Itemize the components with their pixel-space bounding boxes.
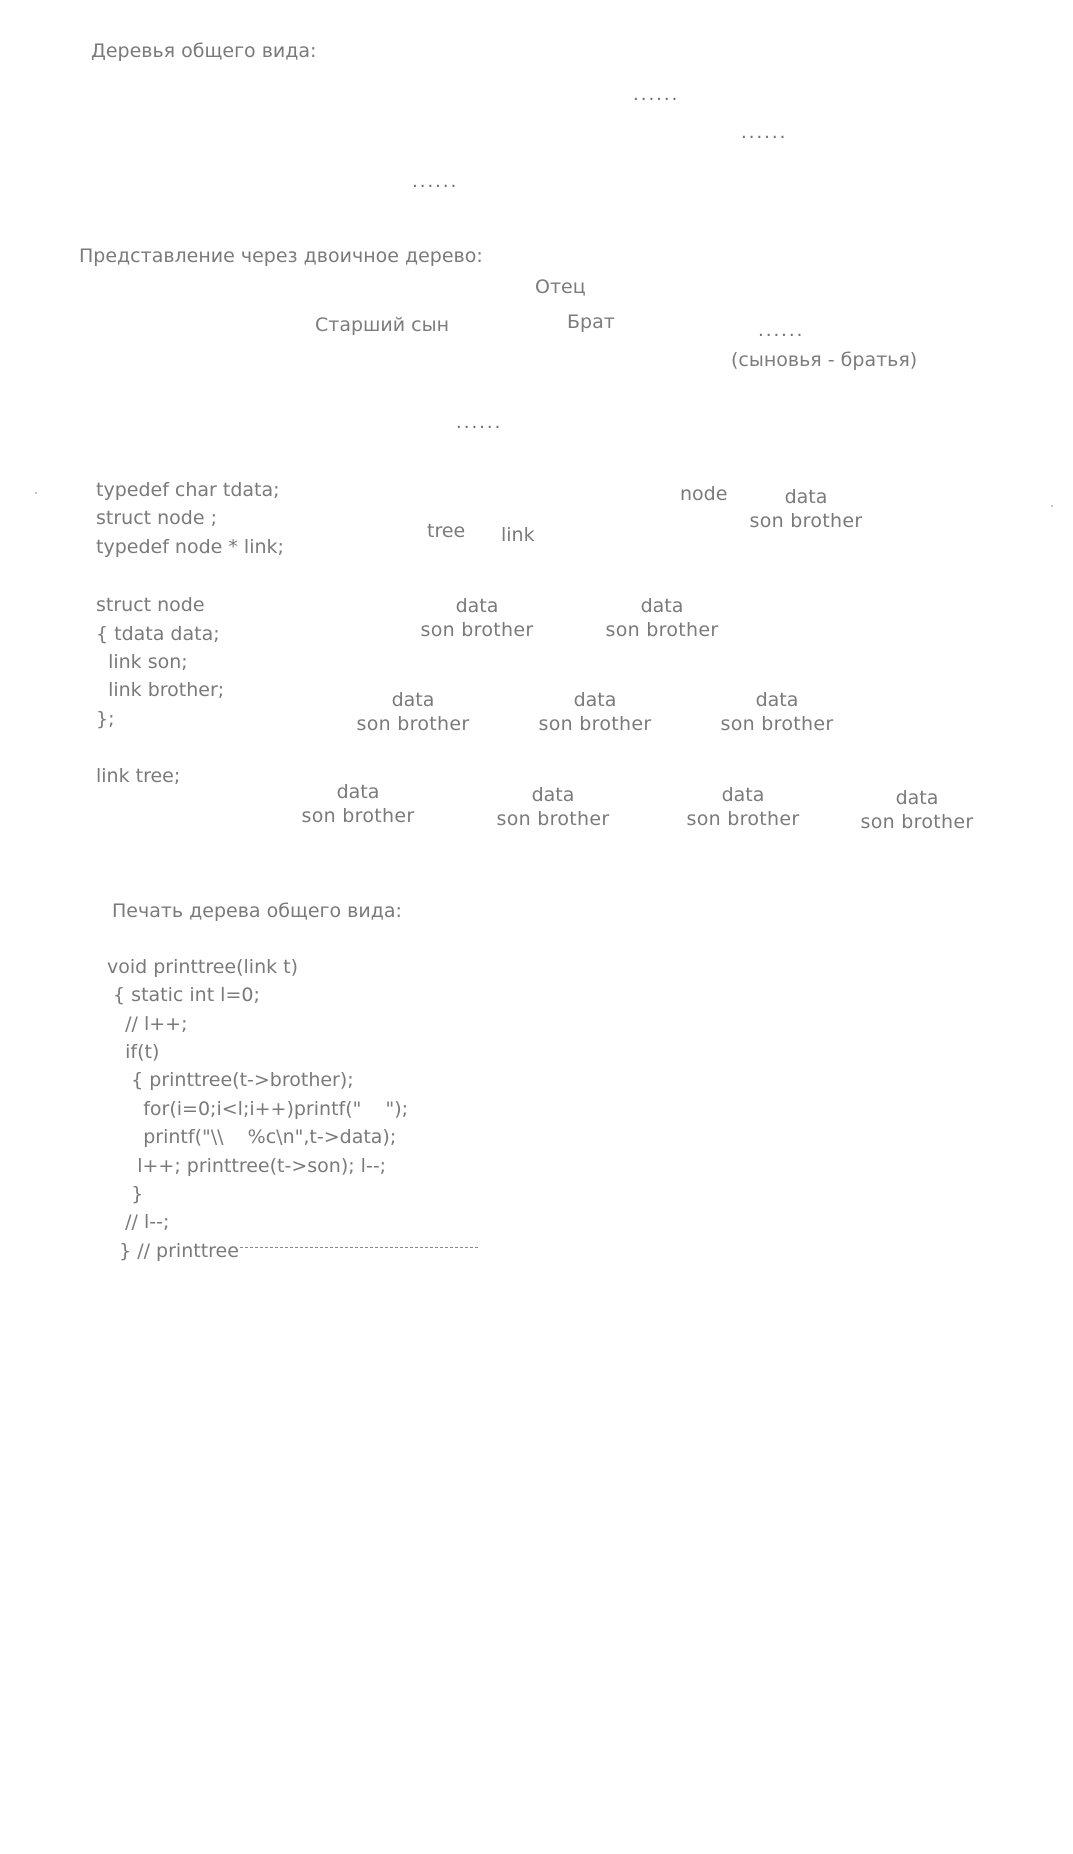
ellipsis: ...... (741, 122, 788, 143)
node-data-field: data (721, 784, 765, 806)
node-data-field: data (755, 689, 799, 711)
speck (1051, 505, 1053, 507)
node-data-field: data (391, 689, 435, 711)
tree-node: data son brother (663, 783, 823, 831)
speck (35, 492, 37, 494)
tree-node: data son brother (697, 688, 857, 736)
elder-son-label: Старший сын (315, 314, 450, 336)
dashed-separator (239, 1247, 478, 1248)
tree-node: data son brother (397, 594, 557, 642)
binary-representation-heading: Представление через двоичное дерево: (79, 245, 483, 267)
print-tree-heading: Печать дерева общего вида: (112, 900, 402, 922)
ellipsis: ...... (758, 320, 805, 341)
code-line: { printtree(t->brother); (107, 1069, 354, 1091)
general-trees-heading: Деревья общего вида: (91, 40, 317, 62)
node-link-fields: son brother (749, 510, 863, 532)
code-line: } (107, 1183, 144, 1205)
code-line: link brother; (96, 679, 225, 701)
code-line: typedef char tdata; (96, 479, 280, 501)
node-data-field: data (531, 784, 575, 806)
father-label: Отец (535, 276, 586, 298)
code-line: // l--; (107, 1211, 170, 1233)
link-label: link (501, 524, 535, 546)
node-label: node (680, 483, 728, 505)
ellipsis: ...... (633, 84, 680, 105)
node-data-field: data (784, 486, 828, 508)
ellipsis: ...... (412, 171, 459, 192)
node-data-field: data (573, 689, 617, 711)
code-line: link son; (96, 651, 188, 673)
node-link-fields: son brother (356, 713, 470, 735)
tree-node: data son brother (837, 786, 997, 834)
tree-node: data son brother (515, 688, 675, 736)
node-link-fields: son brother (538, 713, 652, 735)
code-line: struct node (96, 594, 205, 616)
node-data-field: data (336, 781, 380, 803)
node-link-fields: son brother (720, 713, 834, 735)
code-line: printf("\\ %c\n",t->data); (107, 1126, 397, 1148)
sons-brothers-label: (сыновья - братья) (731, 349, 918, 371)
tree-node: data son brother (278, 780, 438, 828)
tree-node: data son brother (726, 485, 886, 533)
brother-label: Брат (567, 311, 615, 333)
code-line: }; (96, 708, 115, 730)
node-link-fields: son brother (860, 811, 974, 833)
node-link-fields: son brother (496, 808, 610, 830)
tree-declaration: link tree; (96, 765, 181, 787)
tree-node: data son brother (582, 594, 742, 642)
code-line: if(t) (107, 1041, 160, 1063)
code-line: for(i=0;i<l;i++)printf(" "); (107, 1098, 409, 1120)
node-link-fields: son brother (420, 619, 534, 641)
node-link-fields: son brother (301, 805, 415, 827)
code-line-text: } // printtree (107, 1240, 239, 1262)
node-data-field: data (640, 595, 684, 617)
tree-node: data son brother (333, 688, 493, 736)
code-line-end: } // printtree (107, 1242, 478, 1261)
code-line: { tdata data; (96, 623, 220, 645)
code-line: { static int l=0; (107, 984, 260, 1006)
tree-label: tree (427, 520, 466, 542)
node-data-field: data (895, 787, 939, 809)
code-line: struct node ; (96, 507, 217, 529)
node-link-fields: son brother (686, 808, 800, 830)
node-data-field: data (455, 595, 499, 617)
code-line: // l++; (107, 1013, 188, 1035)
code-line: l++; printtree(t->son); l--; (107, 1155, 387, 1177)
code-line: typedef node * link; (96, 536, 284, 558)
code-line: void printtree(link t) (107, 956, 299, 978)
ellipsis: ...... (456, 412, 503, 433)
node-link-fields: son brother (605, 619, 719, 641)
tree-node: data son brother (473, 783, 633, 831)
